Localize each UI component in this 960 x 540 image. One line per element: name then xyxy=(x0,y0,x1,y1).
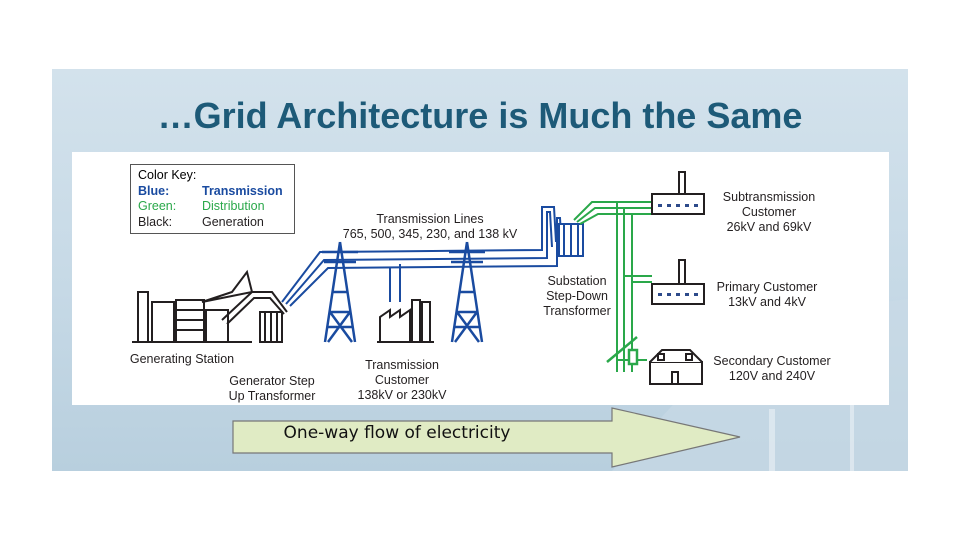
distribution-wires xyxy=(573,201,662,372)
subtransmission-customer-label: Subtransmission Customer 26kV and 69kV xyxy=(704,190,834,235)
secondary-customer-icon xyxy=(649,349,703,385)
transmission-customer-label: Transmission Customer 138kV or 230kV xyxy=(342,358,462,403)
color-key: Color Key: Blue: Transmission Green: Distr… xyxy=(130,164,295,234)
color-key-black-meaning: Generation xyxy=(202,214,264,229)
transmission-tower-2-icon xyxy=(449,241,485,343)
slide-title: …Grid Architecture is Much the Same xyxy=(157,95,803,136)
transmission-lines-voltages: 765, 500, 345, 230, and 138 kV xyxy=(342,227,518,241)
substation-line-3: Transformer xyxy=(543,304,611,318)
generating-station-label: Generating Station xyxy=(129,352,235,366)
substation-transformer-icon xyxy=(558,223,584,257)
grid-diagram xyxy=(132,171,705,385)
primary-customer-icon xyxy=(651,259,705,305)
substation-line-1: Substation xyxy=(547,274,607,288)
transmission-lines-label: Transmission Lines 765, 500, 345, 230, a… xyxy=(340,212,520,242)
color-key-blue-name: Blue: xyxy=(138,183,170,198)
primary-customer-line-2: 13kV and 4kV xyxy=(728,295,806,309)
color-key-heading: Color Key: xyxy=(138,168,197,182)
secondary-customer-line-1: Secondary Customer xyxy=(713,354,831,368)
primary-customer-label: Primary Customer 13kV and 4kV xyxy=(702,280,832,310)
color-key-green-meaning: Distribution xyxy=(202,199,265,213)
subtransmission-customer-icon xyxy=(651,171,705,215)
subtransmission-line-2: Customer xyxy=(741,205,797,219)
transmission-customer-line-3: 138kV or 230kV xyxy=(357,388,447,402)
secondary-customer-line-2: 120V and 240V xyxy=(728,369,816,383)
generator-transformer-line-1: Generator Step xyxy=(229,374,315,388)
flow-arrow xyxy=(232,407,741,468)
subtransmission-line-1: Subtransmission xyxy=(722,190,816,204)
generator-transformer-icon xyxy=(221,291,288,343)
transmission-customer-line-1: Transmission xyxy=(365,358,439,372)
transmission-tower-1-icon xyxy=(322,241,358,343)
grid-diagram-panel: Color Key: Blue: Transmission Green: Distr… xyxy=(72,152,889,405)
color-key-blue-meaning: Transmission xyxy=(202,183,283,198)
primary-customer-windows xyxy=(658,293,698,296)
transmission-customer-line-2: Customer xyxy=(374,373,430,387)
color-key-black-name: Black: xyxy=(138,214,173,229)
generator-transformer-line-2: Up Transformer xyxy=(228,389,316,403)
substation-line-2: Step-Down xyxy=(546,289,608,303)
transmission-customer-icon xyxy=(377,264,434,343)
subtransmission-line-3: 26kV and 69kV xyxy=(726,220,812,234)
slide: …Grid Architecture is Much the Same xyxy=(52,69,908,471)
generating-station-icon xyxy=(132,269,254,343)
flow-arrow-label: One-way flow of electricity xyxy=(283,423,511,443)
primary-customer-line-1: Primary Customer xyxy=(716,280,818,294)
color-key-green-name: Green: xyxy=(138,199,177,213)
substation-label: Substation Step-Down Transformer xyxy=(517,274,637,319)
subtransmission-customer-windows xyxy=(658,204,698,207)
generator-transformer-label: Generator Step Up Transformer xyxy=(212,374,332,404)
pole-transformer-icon xyxy=(606,336,639,366)
transmission-lines-title: Transmission Lines xyxy=(376,212,484,226)
secondary-customer-label: Secondary Customer 120V and 240V xyxy=(702,354,842,384)
